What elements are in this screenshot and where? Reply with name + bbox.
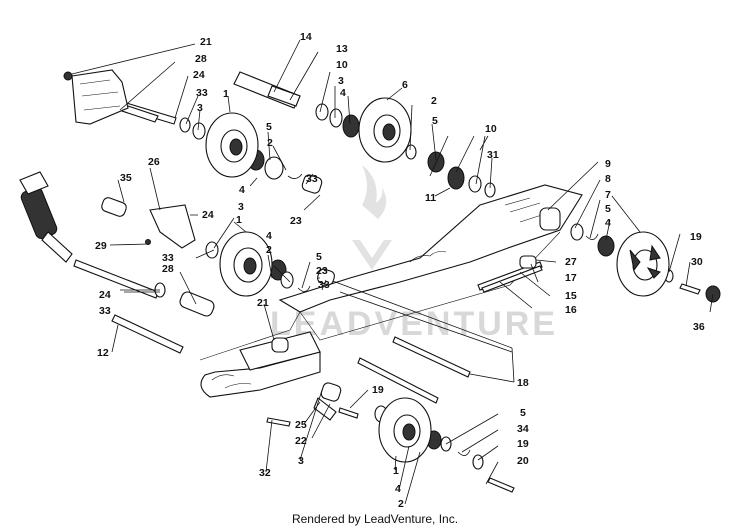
shafts: [73, 71, 543, 404]
callout-1: 1: [393, 465, 399, 477]
callout-35: 35: [120, 172, 132, 184]
callout-22: 22: [295, 435, 307, 447]
callout-24: 24: [99, 289, 111, 301]
callout-5: 5: [432, 115, 438, 127]
callout-9: 9: [605, 158, 611, 170]
callout-4: 4: [395, 483, 401, 495]
lower-rail: [200, 331, 321, 398]
callout-24: 24: [202, 209, 214, 221]
slide-rail-frame: [199, 184, 583, 361]
callout-1: 1: [223, 88, 229, 100]
callout-34: 34: [517, 423, 529, 435]
callout-20: 20: [517, 455, 529, 467]
wheel-bottom: [378, 397, 432, 463]
callout-3: 3: [238, 201, 244, 213]
callout-5: 5: [266, 121, 272, 133]
callout-11: 11: [425, 192, 436, 204]
callout-33: 33: [162, 252, 174, 264]
idler-wheels: [205, 97, 670, 463]
callout-2: 2: [398, 498, 404, 510]
callout-30: 30: [691, 256, 703, 268]
wheel-upper-left: [205, 112, 259, 178]
callout-23: 23: [290, 215, 302, 227]
callout-2: 2: [267, 137, 273, 149]
callout-36: 36: [693, 321, 705, 333]
callout-28: 28: [195, 53, 207, 65]
callout-8: 8: [605, 173, 611, 185]
callout-5: 5: [520, 407, 526, 419]
callout-27: 27: [565, 256, 577, 268]
callout-4: 4: [266, 230, 272, 242]
callout-13: 13: [336, 43, 348, 55]
mount-bracket: [63, 69, 129, 125]
callout-4: 4: [340, 87, 346, 99]
callout-5: 5: [316, 251, 322, 263]
callout-32: 32: [259, 467, 271, 479]
leader-lines: [71, 39, 714, 505]
callout-7: 7: [605, 189, 611, 201]
spacers: [101, 174, 561, 421]
callout-19: 19: [517, 438, 529, 450]
callout-18: 18: [517, 377, 529, 389]
callout-15: 15: [565, 290, 577, 302]
callout-23: 23: [316, 265, 328, 277]
callout-28: 28: [162, 263, 174, 275]
callout-26: 26: [148, 156, 160, 168]
callout-31: 31: [487, 149, 499, 161]
wheel-upper-mid: [358, 97, 412, 163]
callout-4: 4: [605, 217, 611, 229]
bolts: [145, 239, 701, 493]
callout-21: 21: [257, 297, 269, 309]
callout-5: 5: [605, 203, 611, 215]
callout-labels: 21 28 24 33 3 1 5 2 4 14 13 10 3 4 6 2 5…: [95, 31, 705, 510]
callout-2: 2: [266, 244, 272, 256]
wheel-mid-left: [219, 231, 273, 297]
callout-19: 19: [690, 231, 702, 243]
callout-1: 1: [236, 214, 242, 226]
callout-3: 3: [197, 102, 203, 114]
callout-33: 33: [99, 305, 111, 317]
callout-21: 21: [200, 36, 212, 48]
callout-33: 33: [306, 173, 318, 185]
callout-10: 10: [336, 59, 348, 71]
callout-10: 10: [485, 123, 497, 135]
callout-33: 33: [196, 87, 208, 99]
watermark: LEADVENTURE: [270, 165, 555, 343]
callout-3: 3: [338, 75, 344, 87]
callout-14: 14: [300, 31, 312, 43]
callout-3: 3: [298, 455, 304, 467]
callout-16: 16: [565, 304, 577, 316]
callout-29: 29: [95, 240, 107, 252]
wheel-right: [616, 231, 670, 297]
callout-19: 19: [372, 384, 384, 396]
callout-6: 6: [402, 79, 408, 91]
callout-12: 12: [97, 347, 109, 359]
callout-24: 24: [193, 69, 205, 81]
callout-33: 33: [318, 279, 330, 291]
footer-credit: Rendered by LeadVenture, Inc.: [291, 512, 459, 526]
callout-4: 4: [239, 184, 245, 196]
callout-25: 25: [295, 419, 307, 431]
callout-17: 17: [565, 272, 577, 284]
shock-absorber: [19, 171, 73, 263]
callout-2: 2: [431, 95, 437, 107]
